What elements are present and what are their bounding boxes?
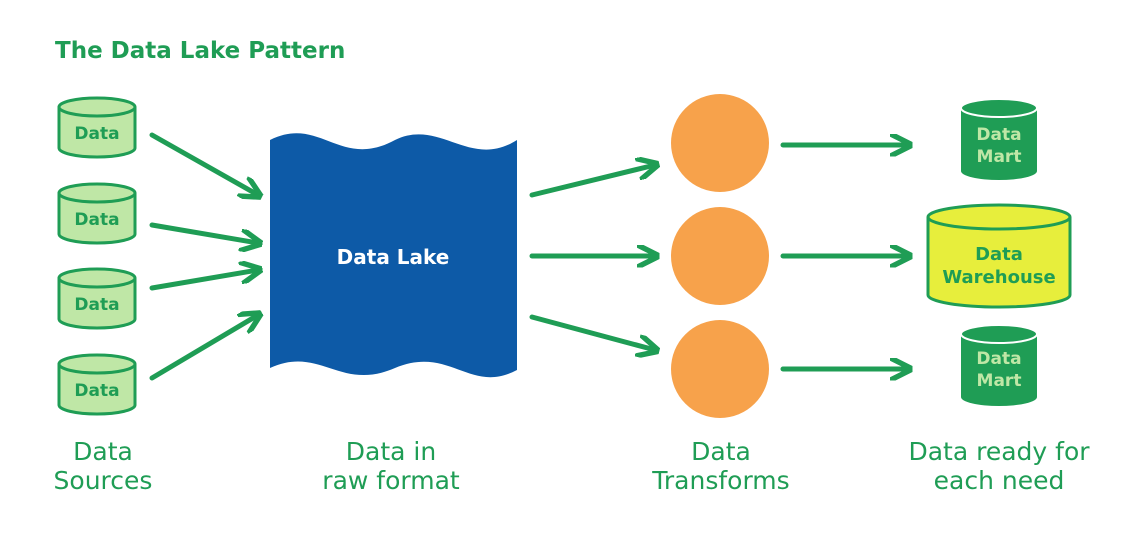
source-cylinder-2: Data <box>57 182 137 245</box>
source-cylinder-label: Data <box>74 381 119 401</box>
data-warehouse-label: Warehouse <box>942 267 1055 288</box>
column-label-line: each need <box>934 466 1065 495</box>
arrow-source-3-to-lake <box>149 270 258 291</box>
column-label-sources: Data Sources <box>54 437 153 495</box>
column-label-line: Data ready for <box>908 437 1090 466</box>
column-label-raw-format: Data in raw format <box>322 437 460 495</box>
data-warehouse-label: Data <box>975 244 1023 265</box>
data-mart-label: Mart <box>977 371 1022 391</box>
arrow-source-2-to-lake <box>149 222 258 243</box>
column-label-line: raw format <box>322 466 460 495</box>
data-mart-cylinder-2: Data Mart <box>960 324 1038 406</box>
column-label-ready: Data ready for each need <box>908 437 1090 495</box>
source-cylinder-4: Data <box>57 353 137 416</box>
data-mart-label: Data <box>976 125 1021 145</box>
column-label-line: Transforms <box>651 466 789 495</box>
data-mart-label: Mart <box>977 147 1022 167</box>
source-cylinder-3: Data <box>57 267 137 330</box>
source-cylinder-label: Data <box>74 124 119 144</box>
column-label-transforms: Data Transforms <box>651 437 789 495</box>
data-mart-cylinder-1: Data Mart <box>960 98 1038 180</box>
source-cylinder-1: Data <box>57 96 137 159</box>
arrow-source-1-to-lake <box>149 132 258 195</box>
column-label-line: Data <box>73 437 133 466</box>
column-label-line: Sources <box>54 466 153 495</box>
column-label-line: Data in <box>346 437 436 466</box>
source-cylinder-label: Data <box>74 210 119 230</box>
data-lake-block: Data Lake <box>270 133 517 378</box>
data-lake-label: Data Lake <box>337 245 450 269</box>
data-mart-label: Data <box>976 349 1021 369</box>
arrow-source-4-to-lake <box>149 315 258 381</box>
arrow-lake-to-transform-1 <box>529 165 655 198</box>
transform-circle-3 <box>671 320 769 418</box>
source-cylinder-label: Data <box>74 295 119 315</box>
column-label-line: Data <box>691 437 751 466</box>
transform-circle-2 <box>671 207 769 305</box>
data-warehouse-cylinder: Data Warehouse <box>926 203 1072 309</box>
diagram-title: The Data Lake Pattern <box>55 38 345 64</box>
transform-circle-1 <box>671 94 769 192</box>
arrow-lake-to-transform-3 <box>529 314 655 350</box>
